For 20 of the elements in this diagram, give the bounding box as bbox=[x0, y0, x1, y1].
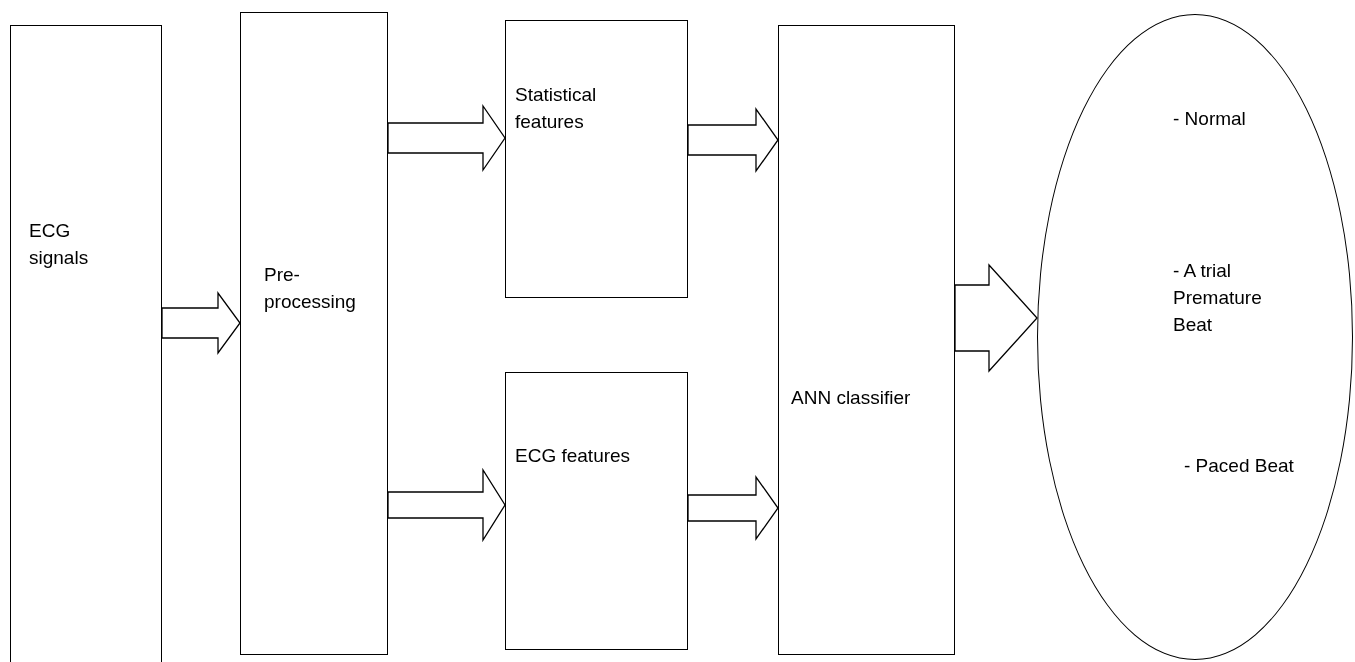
node-label: ANN classifier bbox=[791, 386, 911, 410]
block-arrow bbox=[687, 106, 779, 174]
node-label: Pre- processing bbox=[264, 263, 357, 314]
node-label: ECG signals bbox=[29, 219, 90, 270]
process-box bbox=[505, 372, 688, 650]
node-label: - A trial Premature Beat bbox=[1173, 259, 1263, 337]
node-label: Statistical features bbox=[515, 83, 598, 134]
node-label: - Normal bbox=[1173, 107, 1247, 131]
block-arrow bbox=[954, 263, 1038, 373]
block-arrow bbox=[387, 467, 506, 543]
node-label: ECG features bbox=[515, 444, 632, 468]
process-box bbox=[505, 20, 688, 298]
output-ellipse bbox=[1037, 14, 1353, 660]
node-label: - Paced Beat bbox=[1184, 454, 1295, 478]
block-arrow bbox=[687, 474, 779, 542]
process-box bbox=[240, 12, 388, 655]
block-arrow bbox=[161, 291, 241, 355]
block-arrow bbox=[387, 103, 506, 173]
process-box bbox=[10, 25, 162, 662]
process-box bbox=[778, 25, 955, 655]
